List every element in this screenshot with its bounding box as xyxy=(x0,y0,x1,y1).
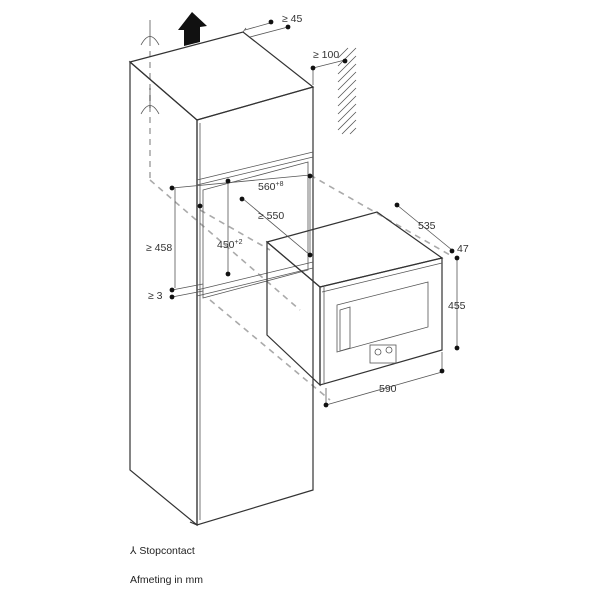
dim-niche-height: 450+2 xyxy=(217,239,243,251)
dim-niche-width: 560+8 xyxy=(258,181,284,193)
legend-units: Afmeting in mm xyxy=(130,574,203,586)
dim-wall-gap: ≥ 100 xyxy=(313,49,339,61)
tall-cabinet xyxy=(128,27,315,527)
control-knobs xyxy=(369,344,397,364)
legend-socket-label: Stopcontact xyxy=(139,545,195,557)
dim-appliance-width: 590 xyxy=(379,383,397,395)
dim-appliance-depth: 535 xyxy=(418,220,436,232)
dim-niche-depth: ≥ 550 xyxy=(258,210,284,222)
socket-icon: ⅄ xyxy=(130,545,137,557)
socket-symbol-icon xyxy=(140,20,160,115)
dim-top-gap: ≥ 45 xyxy=(282,13,303,25)
legend-socket: ⅄ Stopcontact xyxy=(130,545,195,557)
dim-niche-height-min: ≥ 458 xyxy=(146,242,172,254)
dashed-guides xyxy=(149,40,451,401)
dim-front-panel: 47 xyxy=(457,243,469,255)
dimension-dots xyxy=(169,19,460,408)
dimension-lines xyxy=(171,22,458,406)
dim-bottom-gap: ≥ 3 xyxy=(148,290,163,302)
wall-hatch xyxy=(337,47,357,136)
dim-appliance-height: 455 xyxy=(448,300,466,312)
oven-appliance xyxy=(265,211,444,387)
airflow-arrow-icon xyxy=(178,12,207,46)
